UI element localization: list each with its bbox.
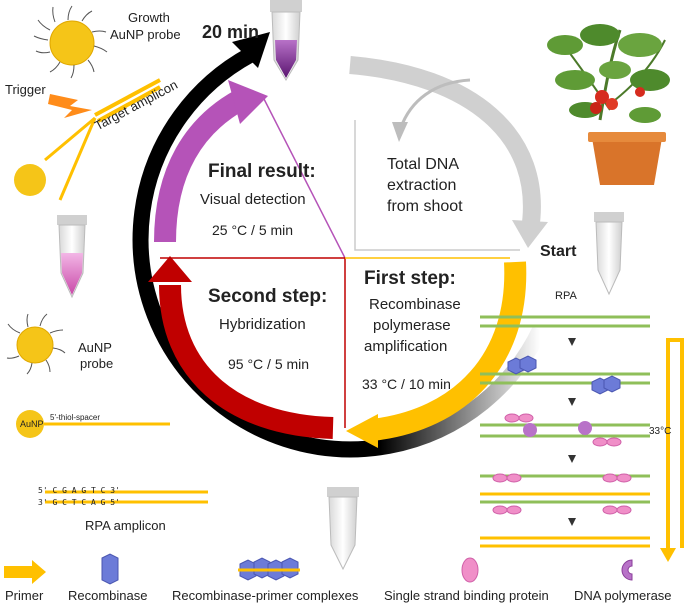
growth-probe-label-1: Growth [128, 10, 170, 25]
gray-arc [349, 56, 541, 232]
black-arrowhead [232, 32, 270, 68]
legend-ssb-label: Single strand binding protein [384, 588, 549, 603]
legend-primer-icon [4, 560, 46, 584]
first-step-title: First step: [364, 268, 456, 289]
first-step-subtitle-1: Recombinase [369, 296, 461, 313]
extraction-label-2: extraction [387, 177, 457, 194]
pink-tube [57, 215, 87, 299]
rpa-amplicon-seq-top: 5' C G A G T C 3' [38, 486, 120, 495]
aunp-core-label: AuNP [20, 419, 44, 429]
thiol-spacer-label: 5'-thiol-spacer [50, 413, 100, 422]
legend-primer-label: Primer [5, 588, 44, 603]
time-total-label: 20 min [202, 22, 260, 42]
purple-tube [270, 0, 302, 81]
first-step-condition: 33 °C / 10 min [362, 376, 451, 392]
purple-arrowhead [228, 80, 268, 124]
aunp-probe-label-1: AuNP [78, 340, 112, 355]
legend-recombinase-label: Recombinase [68, 588, 148, 603]
clear-tube-right [594, 212, 624, 296]
aunp-probe-icon [6, 313, 170, 438]
rpa-process-panel [480, 315, 684, 562]
rpa-amplicon-label: RPA amplicon [85, 518, 166, 533]
gray-curl-arrow [398, 78, 471, 131]
gray-arrowhead [512, 220, 548, 248]
trigger-bolt-icon [48, 94, 92, 118]
aunp-probe-label-2: probe [80, 356, 114, 371]
legend-icons [4, 553, 633, 585]
legend-complex-icon [238, 557, 300, 581]
red-arrowhead [148, 256, 192, 282]
start-label: Start [540, 243, 577, 260]
target-amplicon-strands [14, 78, 161, 201]
second-step-condition: 95 °C / 5 min [228, 356, 310, 372]
final-result-subtitle: Visual detection [200, 191, 306, 208]
rpa-amplicon-strands [45, 490, 208, 504]
extraction-label-1: Total DNA [387, 156, 460, 173]
legend-polymerase-label: DNA polymerase [574, 588, 672, 603]
tomato-plant-icon [547, 24, 670, 185]
rpa-label: RPA [555, 290, 577, 302]
yellow-arrowhead [346, 414, 378, 448]
final-result-condition: 25 °C / 5 min [212, 222, 294, 238]
purple-arc [154, 90, 246, 243]
first-step-subtitle-3: amplification [364, 338, 448, 355]
growth-probe-label-2: AuNP probe [110, 27, 181, 42]
temperature-label: 33°C [649, 426, 672, 437]
legend-complex-label: Recombinase-primer complexes [172, 588, 359, 603]
trigger-label: Trigger [5, 82, 46, 97]
first-step-subtitle-2: polymerase [373, 317, 451, 334]
yellow-arc [370, 261, 527, 441]
legend-polymerase-icon [621, 559, 633, 581]
red-arc [159, 284, 334, 439]
final-result-title: Final result: [208, 161, 316, 182]
rpa-amplicon-seq-bottom: 3' G C T C A G 5' [38, 498, 120, 507]
extraction-label-3: from shoot [387, 198, 463, 215]
legend-recombinase-icon [101, 553, 119, 585]
clear-tube-bottom [327, 487, 359, 571]
second-step-subtitle: Hybridization [219, 316, 306, 333]
growth-aunp-probe-icon [33, 5, 108, 79]
legend-ssb-icon [461, 557, 479, 583]
second-step-title: Second step: [208, 286, 328, 307]
